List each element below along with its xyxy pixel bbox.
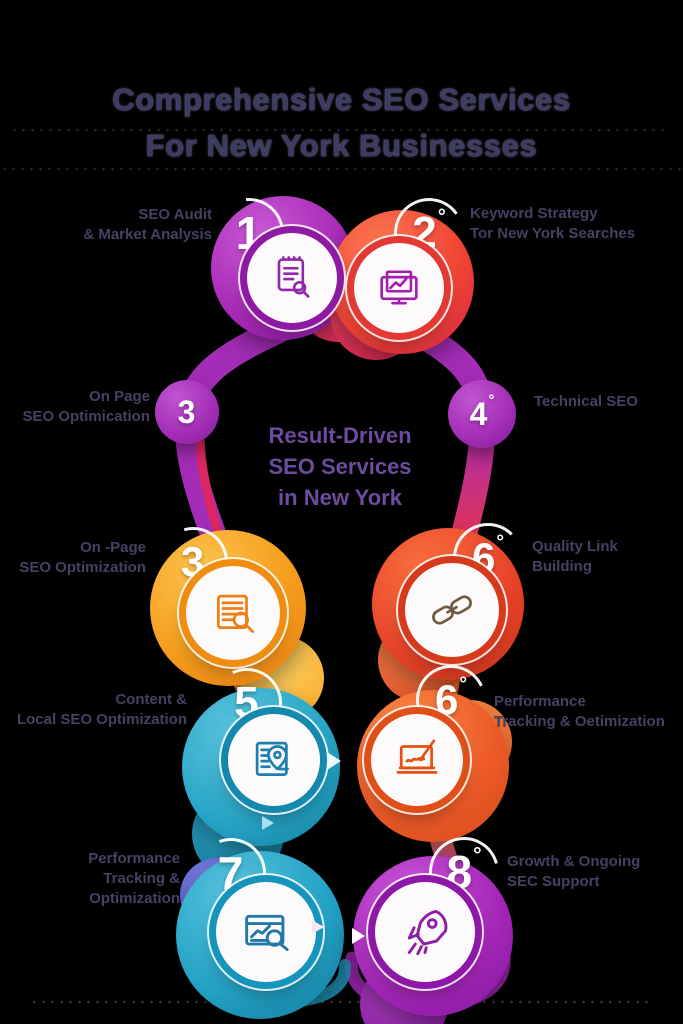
step-3-icon-disc bbox=[186, 566, 280, 660]
node-3: 3 bbox=[155, 380, 219, 444]
chevron-right-arrow bbox=[327, 752, 341, 770]
step-7-label: Performance Tracking & Optimization bbox=[88, 850, 180, 907]
step-8-icon-disc bbox=[375, 882, 475, 982]
step-6a-icon-disc bbox=[405, 563, 499, 657]
monitor-analytics-icon bbox=[380, 270, 418, 305]
step-1-label: SEO Audit & Market Analysis bbox=[83, 206, 212, 243]
node-4-label: Technical SEO bbox=[534, 393, 638, 410]
rocket-icon bbox=[407, 910, 448, 956]
chevron-right-arrow bbox=[312, 920, 324, 934]
analytics-search-icon bbox=[245, 914, 289, 951]
step-5-label: Content & Local SEO Optimization bbox=[16, 691, 187, 728]
speckle-row bbox=[30, 1000, 650, 1004]
step-1-icon-disc bbox=[247, 233, 337, 323]
step-2-label: Keyword Strategy Tor New York Searches bbox=[470, 205, 636, 242]
step-7-icon-disc bbox=[216, 882, 316, 982]
step-8-number: 8° bbox=[416, 824, 512, 920]
speckle-row bbox=[0, 167, 683, 171]
node-3-label: On Page SEO Optimication bbox=[22, 388, 150, 425]
chain-link-icon bbox=[432, 595, 472, 625]
page-search-icon bbox=[217, 594, 255, 633]
step-5-icon-disc bbox=[228, 714, 320, 806]
audit-report-icon bbox=[277, 256, 310, 298]
step-6b-icon-disc bbox=[371, 714, 463, 806]
chevron-right-arrow bbox=[352, 928, 365, 944]
chevron-right-arrow bbox=[262, 816, 274, 830]
center-tagline: Result-Driven SEO Services in New York bbox=[268, 423, 412, 510]
speckle-row bbox=[10, 128, 670, 132]
node-4: 4° bbox=[448, 380, 516, 448]
page-title-line2: For New York Businesses bbox=[145, 128, 538, 163]
laptop-tracking-icon bbox=[396, 739, 438, 774]
step-6b-label: Performance Tracking & Oetimization bbox=[494, 693, 665, 730]
page-title-line1: Comprehensive SEO Services bbox=[112, 82, 571, 117]
local-content-map-icon bbox=[255, 741, 289, 776]
step-6b-number: 6° bbox=[406, 655, 496, 745]
step-2-icon-disc bbox=[354, 243, 444, 333]
step-3-number: 3 bbox=[145, 514, 241, 610]
step-6a-number: 6° bbox=[453, 523, 523, 593]
step-6a-label: Quality Link Building bbox=[532, 538, 618, 575]
step-8-label: Growth & Ongoing SEC Support bbox=[507, 853, 641, 890]
step-3-label: On -Page SEO Optimization bbox=[19, 539, 146, 576]
